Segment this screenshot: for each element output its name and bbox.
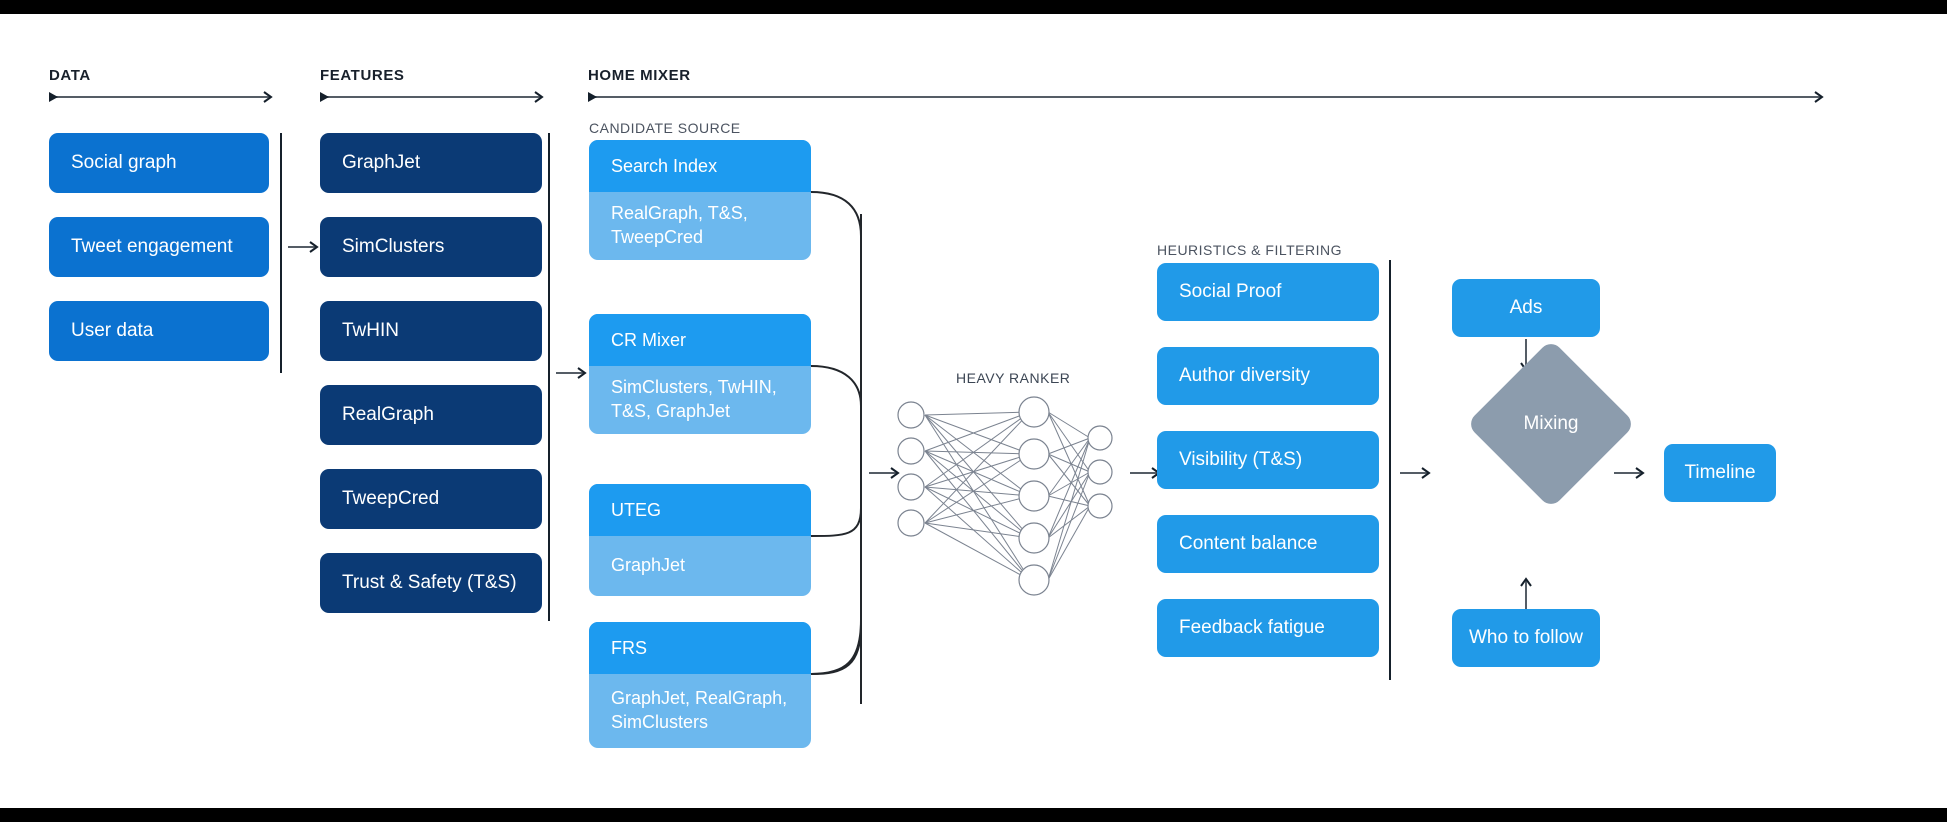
divider-features-homemixer	[548, 133, 550, 621]
subsection-title-candidate-source: CANDIDATE SOURCE	[589, 120, 741, 136]
candidate-source-card-frs[interactable]: FRS GraphJet, RealGraph, SimClusters	[589, 622, 811, 748]
candidate-source-name: CR Mixer	[589, 314, 811, 366]
arrow-mixing-to-timeline	[1614, 466, 1648, 485]
mixing-diamond[interactable]: Mixing	[1466, 339, 1636, 509]
data-box-user-data[interactable]: User data	[49, 301, 269, 361]
section-title-home-mixer: HOME MIXER	[588, 67, 691, 84]
candidate-source-features: RealGraph, T&S, TweepCred	[611, 203, 748, 247]
feature-box-tweepcred[interactable]: TweepCred	[320, 469, 542, 529]
heuristic-box-label: Content balance	[1179, 533, 1318, 555]
output-box-label: Ads	[1509, 297, 1543, 319]
section-rule-features	[320, 90, 548, 104]
heuristic-box-feedback-fatigue[interactable]: Feedback fatigue	[1157, 599, 1379, 657]
feature-box-graphjet[interactable]: GraphJet	[320, 133, 542, 193]
heuristic-box-label: Author diversity	[1179, 365, 1310, 387]
candidate-source-features: SimClusters, TwHIN, T&S, GraphJet	[611, 377, 777, 421]
heuristic-box-content-balance[interactable]: Content balance	[1157, 515, 1379, 573]
data-box-social-graph[interactable]: Social graph	[49, 133, 269, 193]
output-box-label: Who to follow	[1468, 627, 1584, 649]
output-box-timeline[interactable]: Timeline	[1664, 444, 1776, 502]
arrow-data-to-features	[288, 240, 322, 259]
candidate-source-name: UTEG	[589, 484, 811, 536]
data-box-label: Tweet engagement	[71, 236, 233, 258]
candidate-source-card-search-index[interactable]: Search Index RealGraph, T&S, TweepCred	[589, 140, 811, 260]
data-box-label: User data	[71, 320, 154, 342]
candidate-source-name: FRS	[589, 622, 811, 674]
arrow-heuristics-to-mixing	[1400, 466, 1434, 485]
heavy-ranker-network	[897, 396, 1113, 596]
candidate-source-features: GraphJet	[611, 555, 686, 576]
heuristic-box-social-proof[interactable]: Social Proof	[1157, 263, 1379, 321]
section-rule-home-mixer	[588, 90, 1828, 104]
section-title-features: FEATURES	[320, 67, 405, 84]
feature-box-label: SimClusters	[342, 236, 445, 258]
arrow-candidates-to-ranker	[869, 466, 903, 485]
divider-data-features	[280, 133, 282, 373]
arrow-features-to-homemixer	[556, 366, 590, 385]
subsection-title-heuristics: HEURISTICS & FILTERING	[1157, 242, 1342, 258]
diagram-canvas: DATA FEATURES HOME MIXER CANDIDATE SOURC…	[0, 14, 1947, 808]
candidate-source-card-cr-mixer[interactable]: CR Mixer SimClusters, TwHIN, T&S, GraphJ…	[589, 314, 811, 434]
feature-box-trust-safety[interactable]: Trust & Safety (T&S)	[320, 553, 542, 613]
feature-box-label: Trust & Safety (T&S)	[342, 572, 517, 594]
output-box-who-to-follow[interactable]: Who to follow	[1452, 609, 1600, 667]
feature-box-realgraph[interactable]: RealGraph	[320, 385, 542, 445]
heuristic-box-label: Visibility (T&S)	[1179, 449, 1303, 471]
heuristic-box-visibility[interactable]: Visibility (T&S)	[1157, 431, 1379, 489]
candidate-source-features: GraphJet, RealGraph, SimClusters	[611, 688, 788, 732]
feature-box-label: RealGraph	[342, 404, 434, 426]
subsection-title-heavy-ranker: HEAVY RANKER	[956, 370, 1071, 386]
section-title-data: DATA	[49, 67, 91, 84]
feature-box-simclusters[interactable]: SimClusters	[320, 217, 542, 277]
heuristic-box-label: Feedback fatigue	[1179, 617, 1325, 639]
output-box-ads[interactable]: Ads	[1452, 279, 1600, 337]
data-box-tweet-engagement[interactable]: Tweet engagement	[49, 217, 269, 277]
section-rule-data	[49, 90, 277, 104]
feature-box-twhin[interactable]: TwHIN	[320, 301, 542, 361]
heuristic-box-author-diversity[interactable]: Author diversity	[1157, 347, 1379, 405]
arrow-whotofollow-to-mixing	[1519, 574, 1533, 615]
feature-box-label: TwHIN	[342, 320, 399, 342]
candidate-source-card-uteg[interactable]: UTEG GraphJet	[589, 484, 811, 596]
divider-heuristics-output	[1389, 260, 1391, 680]
feature-box-label: GraphJet	[342, 152, 421, 174]
mixing-label: Mixing	[1523, 413, 1579, 434]
output-box-label: Timeline	[1684, 462, 1756, 484]
heuristic-box-label: Social Proof	[1179, 281, 1282, 303]
data-box-label: Social graph	[71, 152, 177, 174]
candidate-source-name: Search Index	[589, 140, 811, 192]
candidate-source-connectors	[810, 191, 862, 704]
feature-box-label: TweepCred	[342, 488, 440, 510]
